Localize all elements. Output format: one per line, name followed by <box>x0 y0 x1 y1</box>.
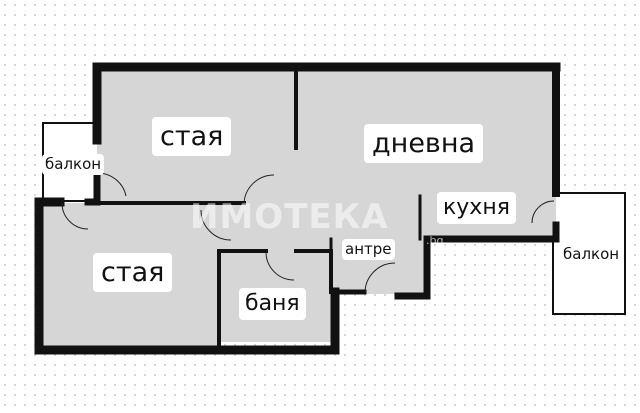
label-bathroom: баня <box>239 288 306 320</box>
label-kitchen: кухня <box>437 192 516 224</box>
label-hallway: антре <box>342 239 395 260</box>
label-bedroom-bottom: стая <box>93 253 173 292</box>
label-living: дневна <box>364 124 484 163</box>
watermark: ИМОТЕКА <box>190 197 389 237</box>
room-corridor <box>200 203 331 251</box>
label-balcony-right: балкон <box>560 244 623 265</box>
doors <box>61 172 555 294</box>
label-balcony-left: балкон <box>42 154 105 175</box>
label-bedroom-top: стая <box>152 117 232 156</box>
watermark-suffix: .bg <box>426 234 444 247</box>
walls <box>34 62 561 355</box>
